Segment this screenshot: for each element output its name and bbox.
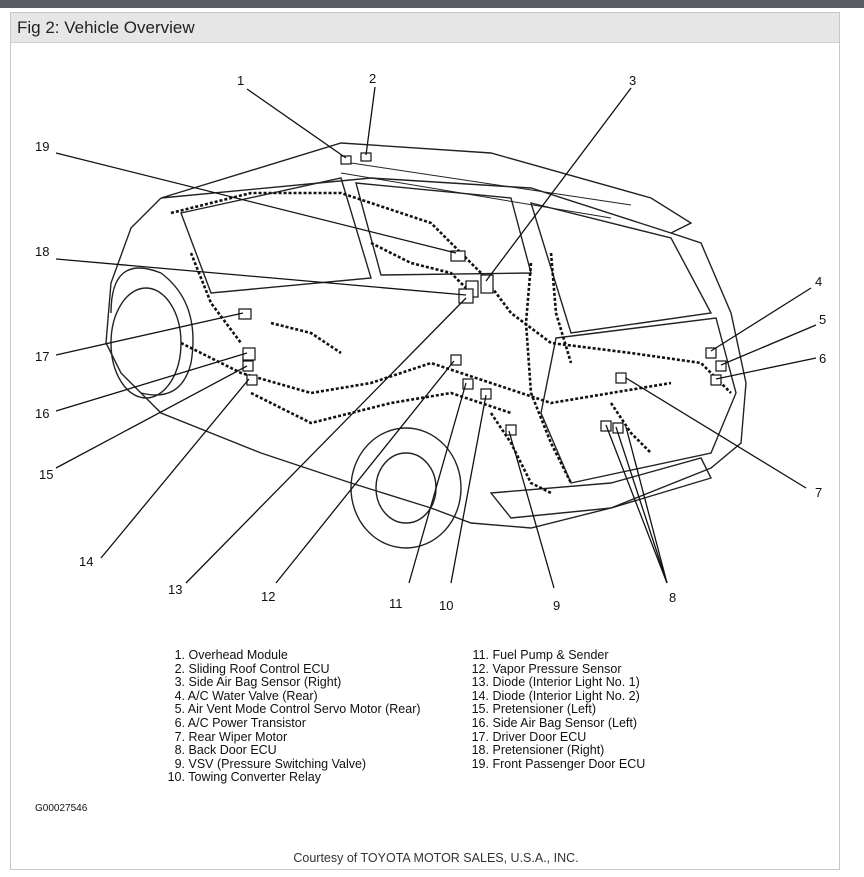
wiring-harness bbox=[170, 191, 732, 495]
legend-item: 8. Back Door ECU bbox=[174, 743, 277, 758]
vehicle-wiring-diagram: 1 2 3 4 5 6 7 8 9 10 11 12 13 14 15 16 1… bbox=[35, 71, 826, 613]
legend-item: 9. VSV (Pressure Switching Valve) bbox=[174, 756, 367, 771]
figure-title: Fig 2: Vehicle Overview bbox=[11, 13, 839, 43]
callout-11: 11 bbox=[389, 596, 403, 611]
callout-18: 18 bbox=[35, 244, 49, 259]
legend-left: 1. Overhead Module 2. Sliding Roof Contr… bbox=[161, 648, 421, 785]
callout-6: 6 bbox=[819, 351, 826, 366]
legend-item: 4. A/C Water Valve (Rear) bbox=[174, 688, 318, 703]
callout-1: 1 bbox=[237, 73, 244, 88]
leader-lines bbox=[55, 86, 817, 589]
legend-item: 13. Diode (Interior Light No. 1) bbox=[471, 675, 640, 690]
callout-7: 7 bbox=[815, 485, 822, 500]
callout-9: 9 bbox=[553, 598, 560, 613]
callout-16: 16 bbox=[35, 406, 49, 421]
legend-item: 2. Sliding Roof Control ECU bbox=[174, 661, 330, 676]
legend-item: 17. Driver Door ECU bbox=[471, 729, 587, 744]
legend-item: 11. Fuel Pump & Sender bbox=[472, 648, 609, 662]
callout-5: 5 bbox=[819, 312, 826, 327]
legend-item: 10. Towing Converter Relay bbox=[167, 770, 321, 785]
callout-2: 2 bbox=[369, 71, 376, 86]
callout-numbers: 1 2 3 4 5 6 7 8 9 10 11 12 13 14 15 16 1… bbox=[35, 71, 826, 613]
legend-item: 7. Rear Wiper Motor bbox=[174, 729, 288, 744]
legend-item: 15. Pretensioner (Left) bbox=[471, 702, 597, 717]
legend-item: 1. Overhead Module bbox=[174, 648, 288, 662]
callout-19: 19 bbox=[35, 139, 49, 154]
legend-item: 14. Diode (Interior Light No. 2) bbox=[471, 688, 640, 703]
legend-item: 6. A/C Power Transistor bbox=[174, 715, 306, 730]
figure-panel: Fig 2: Vehicle Overview bbox=[10, 12, 840, 870]
legend-item: 19. Front Passenger Door ECU bbox=[471, 756, 646, 771]
image-code: G00027546 bbox=[35, 803, 88, 814]
legend-item: 5. Air Vent Mode Control Servo Motor (Re… bbox=[174, 702, 421, 717]
callout-14: 14 bbox=[79, 554, 93, 569]
callout-10: 10 bbox=[439, 598, 453, 613]
legend-item: 12. Vapor Pressure Sensor bbox=[471, 661, 622, 676]
vehicle-body bbox=[105, 142, 747, 549]
callout-4: 4 bbox=[815, 274, 822, 289]
callout-8: 8 bbox=[669, 590, 676, 605]
legend-item: 18. Pretensioner (Right) bbox=[471, 743, 605, 758]
callout-13: 13 bbox=[168, 582, 182, 597]
legend-item: 16. Side Air Bag Sensor (Left) bbox=[471, 715, 638, 730]
legend-item: 3. Side Air Bag Sensor (Right) bbox=[174, 675, 342, 690]
callout-3: 3 bbox=[629, 73, 636, 88]
components bbox=[238, 152, 727, 436]
callout-17: 17 bbox=[35, 349, 49, 364]
legend-right: 11. Fuel Pump & Sender 12. Vapor Pressur… bbox=[471, 648, 646, 771]
credit-line: Courtesy of TOYOTA MOTOR SALES, U.S.A., … bbox=[293, 851, 579, 865]
window-top-bar bbox=[0, 0, 864, 8]
callout-12: 12 bbox=[261, 589, 275, 604]
callout-15: 15 bbox=[39, 467, 53, 482]
